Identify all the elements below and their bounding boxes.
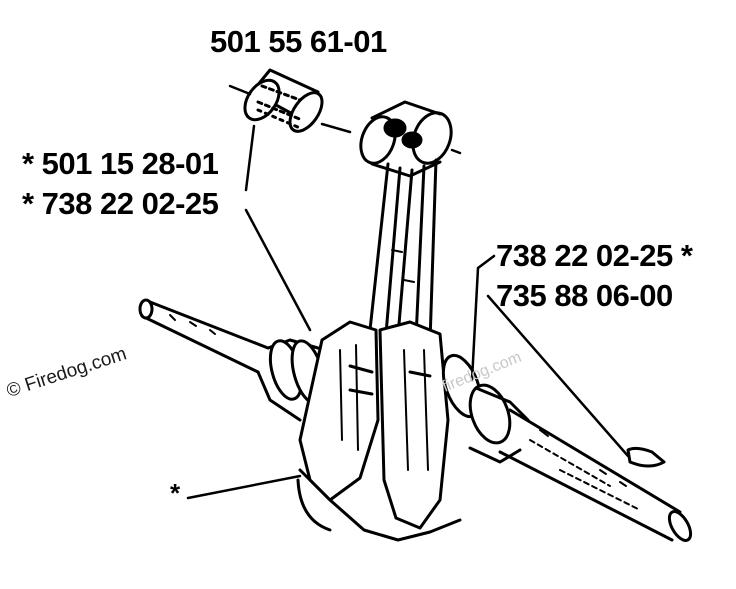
connecting-rod — [368, 158, 438, 344]
crank-webs — [296, 320, 462, 542]
axis-line — [228, 84, 462, 155]
part-number-left-2: * 738 22 02-25 — [22, 186, 219, 221]
part-number-top: 501 55 61-01 — [210, 24, 387, 59]
part-number-left-1: * 501 15 28-01 — [22, 146, 219, 181]
leader-lines — [186, 124, 630, 500]
needle-bearing — [243, 68, 324, 133]
left-shaft — [138, 298, 326, 422]
part-number-right-1: 738 22 02-25 * — [496, 238, 693, 273]
woodruff-key — [626, 446, 666, 468]
small-end — [359, 100, 453, 178]
asterisk-bottom: * — [170, 478, 180, 508]
right-shaft — [441, 353, 693, 542]
part-number-right-2: 735 88 06-00 — [496, 278, 673, 313]
